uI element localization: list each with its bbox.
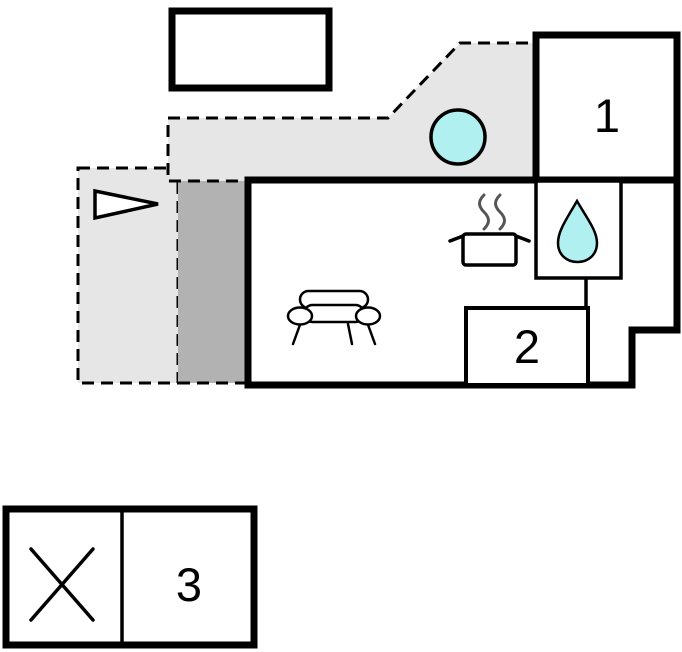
room-1-label: 1 (594, 89, 620, 142)
outbuilding-box (168, 7, 333, 92)
cross-icon (29, 547, 95, 622)
steam-icon (478, 193, 506, 231)
entrance-arrow-icon (93, 188, 159, 221)
room-2-box (464, 306, 590, 387)
water-drop-icon (556, 198, 599, 264)
hot-tub-icon (429, 108, 487, 166)
sofa-icon (286, 289, 382, 346)
cooking-pot-icon (448, 232, 531, 267)
room-2-label: 2 (514, 320, 540, 373)
room-3-label: 3 (176, 558, 202, 611)
terrace-covered-strip (178, 181, 248, 383)
annex-building: 3 (2, 505, 258, 649)
annex-outline (2, 505, 258, 649)
